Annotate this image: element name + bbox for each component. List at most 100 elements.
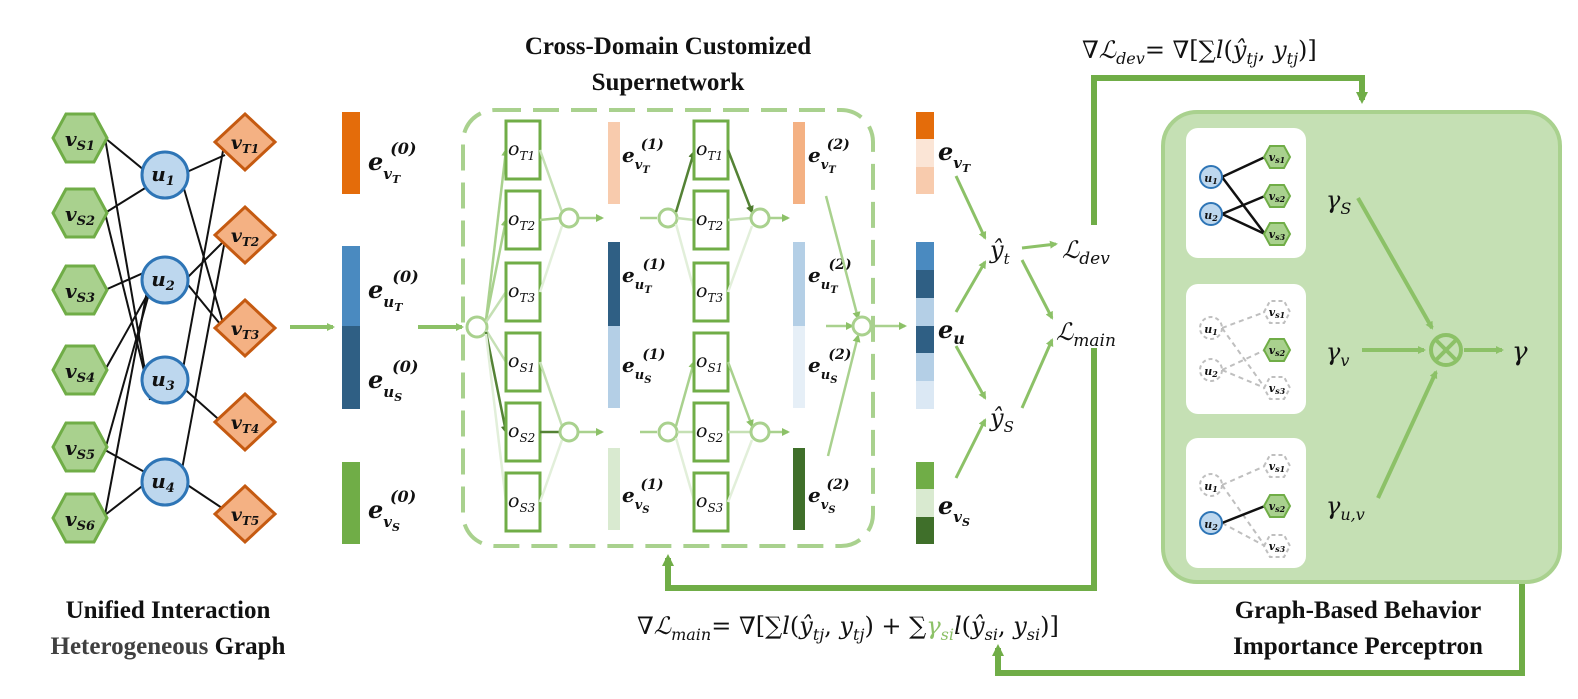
user-node: 𝒖3	[140, 355, 190, 405]
label-e-vS-1: 𝒆vS(1)	[622, 477, 664, 516]
supernet-input-node	[465, 315, 489, 339]
svg-text:u1: u1	[1204, 480, 1218, 494]
svg-text:vs2: vs2	[1269, 190, 1286, 204]
supernetwork: Cross-Domain Customized Supernetwork oT1…	[461, 33, 907, 548]
initial-embeddings: 𝒆vT(0) 𝒆uT(0) 𝒆uS(0) 𝒆vS(0)	[342, 112, 419, 544]
prediction-target: ŷt	[989, 236, 1011, 268]
layer2-target-agg-node	[749, 207, 771, 229]
gradient-dev-formula: ∇ℒdev= ∇[∑l(ŷtj, ytj)]	[1082, 36, 1317, 68]
target-item-node: 𝒗T3	[212, 297, 278, 359]
svg-text:u1: u1	[1204, 172, 1218, 186]
label-e-vT: 𝒆vT	[938, 137, 971, 175]
layer2-operator-labels: oT1 oT2 oT3 oS1 oS2 oS3	[696, 138, 724, 515]
layer1-target-agg-node	[558, 207, 580, 229]
embedding-bar-vS0	[342, 462, 360, 544]
embedding-bar-uT2	[793, 242, 805, 326]
target-item-node: 𝒗T4	[212, 391, 278, 453]
layer1-source-agg-node	[558, 421, 580, 443]
svg-text:oT1: oT1	[508, 138, 535, 163]
supernet-border	[461, 108, 875, 548]
svg-text:vs3: vs3	[1269, 540, 1286, 554]
supernet-title-line1: Cross-Domain Customized	[525, 33, 811, 60]
gamma-output: γ	[1512, 337, 1528, 367]
source-item-node: 𝒗S2	[51, 187, 109, 239]
node-label: 𝒗T3	[231, 318, 259, 342]
label-e-vT-1: 𝒆vT(1)	[622, 137, 664, 176]
label-e-u: 𝒆u	[938, 315, 965, 348]
embedding-bar-vS2	[793, 448, 805, 530]
embedding-bar-vT1	[608, 122, 620, 204]
label-e-vT-2: 𝒆vT(2)	[808, 137, 850, 176]
user-node: 𝒖4	[140, 457, 190, 507]
final-embeddings: 𝒆vT 𝒆u 𝒆vS	[916, 112, 971, 544]
svg-text:vs3: vs3	[1269, 382, 1286, 396]
target-item-node: 𝒗T2	[212, 204, 278, 266]
multiply-icon	[1429, 333, 1463, 367]
svg-text:oS1: oS1	[696, 350, 723, 375]
subgraph-3: u1 u2 vs1 vs2 vs3	[1199, 454, 1292, 558]
perceptron-title-line2: Importance Perceptron	[1233, 633, 1483, 660]
gradient-main-formula: ∇ℒmain= ∇[∑l(ŷtj, ytj) + ∑γsil(ŷsi, ysi)…	[637, 612, 1059, 644]
perceptron-title-line1: Graph-Based Behavior	[1235, 597, 1482, 624]
graph-title-line1: Unified Interaction	[66, 597, 271, 624]
source-item-node: 𝒗S6	[51, 492, 109, 544]
label-e-uS-2: 𝒆uS(2)	[808, 347, 851, 386]
label-e-uS-0: 𝒆uS(0)	[368, 357, 418, 404]
layer1-input-edges	[484, 148, 510, 503]
layer2-source-agg-node	[749, 421, 771, 443]
embedding-bar-uS0	[342, 326, 360, 409]
output-agg-edges	[824, 195, 907, 457]
svg-text:vs2: vs2	[1269, 500, 1286, 514]
label-e-uT-1: 𝒆uT(1)	[622, 257, 666, 296]
layer1-agg-edges	[538, 149, 604, 503]
source-item-node: 𝒗S5	[51, 421, 109, 473]
user-node: 𝒖2	[140, 255, 190, 305]
target-item-node: 𝒗T5	[212, 483, 278, 545]
label-e-vT-0: 𝒆vT(0)	[368, 139, 416, 186]
label-e-uT-0: 𝒆uT(0)	[368, 267, 419, 314]
layer2-input-edges	[674, 150, 697, 501]
prediction-edges	[954, 175, 1058, 479]
user-nodes: 𝒖1 𝒖2 𝒖3 𝒖4	[140, 150, 190, 507]
embedding-bar-uS2	[793, 326, 805, 408]
label-e-uS-1: 𝒆uS(1)	[622, 347, 665, 386]
embedding-bar-vS1	[608, 448, 620, 530]
layer2-target-input-node	[657, 207, 679, 229]
svg-text:vs1: vs1	[1269, 460, 1285, 474]
svg-text:u2: u2	[1204, 518, 1218, 532]
user-node: 𝒖1	[140, 150, 190, 200]
gamma-edges	[1356, 197, 1504, 499]
label-e-vS-0: 𝒆vS(0)	[368, 487, 416, 534]
svg-text:u1: u1	[1204, 323, 1218, 337]
embedding-bar-vT0	[342, 112, 360, 194]
subgraph-1: u1 u2 vs1 vs2 vs3	[1199, 145, 1292, 246]
layer2-agg-edges	[726, 149, 790, 503]
subgraph-2: u1 u2 vs1 vs2 vs3	[1199, 300, 1292, 400]
source-item-node: 𝒗S1	[51, 112, 109, 164]
label-e-vS: 𝒆vS	[938, 491, 970, 529]
embedding-bar-vT2	[793, 122, 805, 204]
output-agg-node	[851, 315, 873, 337]
loss-dev: ℒdev	[1062, 236, 1110, 269]
svg-text:vs2: vs2	[1269, 344, 1286, 358]
label-e-uT-2: 𝒆uT(2)	[808, 257, 852, 296]
svg-text:vs3: vs3	[1269, 228, 1286, 242]
svg-text:oT3: oT3	[508, 280, 535, 305]
layer2-operators	[692, 119, 730, 533]
graph-title-line2: Heterogeneous Graph	[51, 633, 286, 660]
loss-main: ℒmain	[1056, 318, 1116, 351]
layer1-operators	[504, 119, 542, 533]
embedding-bar-uT0	[342, 246, 360, 326]
svg-text:vs1: vs1	[1269, 151, 1285, 165]
source-item-node: 𝒗S4	[51, 344, 109, 396]
layer2-source-input-node	[657, 421, 679, 443]
prediction-source: ŷS	[989, 404, 1014, 436]
svg-text:vs1: vs1	[1269, 306, 1285, 320]
embedding-bar-uS1	[608, 326, 620, 408]
supernet-title-line2: Supernetwork	[592, 69, 745, 96]
main-gradient-arrow	[662, 348, 1097, 591]
svg-text:u2: u2	[1204, 365, 1218, 379]
label-e-vS-2: 𝒆vS(2)	[808, 477, 850, 516]
interaction-graph: 𝒗S1 𝒗S2 𝒗S3 𝒗S4 𝒗S5 𝒗S6	[51, 111, 286, 660]
